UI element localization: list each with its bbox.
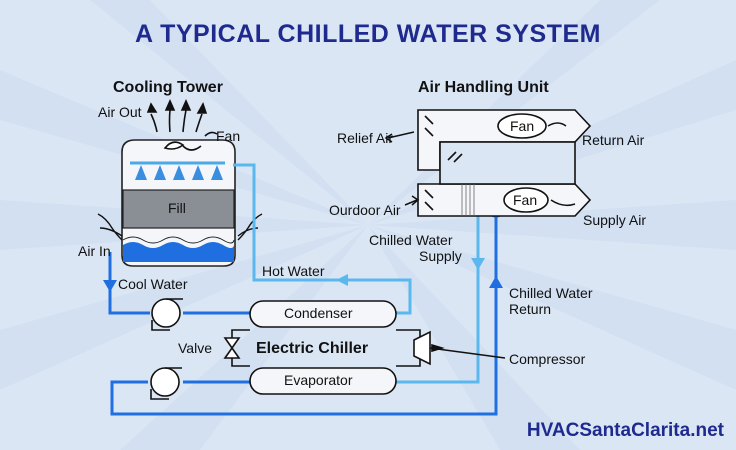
air-in-label: Air In	[78, 243, 111, 259]
compressor-icon	[413, 330, 506, 366]
page-title: A TYPICAL CHILLED WATER SYSTEM	[135, 20, 601, 48]
air-in-arrows-icon	[97, 213, 263, 241]
fill-label: Fill	[168, 200, 186, 216]
ahu-air-arrows	[384, 122, 576, 207]
chilled-water-supply-label-2: Supply	[419, 248, 462, 264]
relief-air-label: Relief Air	[337, 130, 394, 146]
condenser-label: Condenser	[284, 305, 353, 321]
ahu-fan-bottom-label: Fan	[513, 192, 538, 208]
valve-label: Valve	[178, 340, 212, 356]
cool-water-label: Cool Water	[118, 276, 188, 292]
chilled-water-return-label-2: Return	[509, 301, 552, 317]
ahu-coil-icon	[461, 184, 475, 216]
cooling-tower-fan-icon	[163, 131, 218, 151]
air-out-arrows-icon	[146, 99, 208, 133]
air-handling-unit-heading: Air Handling Unit	[418, 79, 549, 96]
expansion-valve-icon	[223, 337, 241, 359]
return-air-label: Return Air	[582, 132, 645, 148]
ahu-fan-top-label: Fan	[510, 118, 535, 134]
condenser-water-pump-icon	[151, 298, 183, 331]
ahu-return-fan-icon	[497, 113, 547, 139]
cooling-tower-heading: Cooling Tower	[113, 79, 223, 96]
pipe-flow-arrows-hot	[336, 258, 485, 286]
ahu-supply-fan-icon	[503, 187, 549, 213]
outdoor-air-label: Ourdoor Air	[329, 202, 401, 218]
condenser-vessel	[249, 300, 397, 328]
evaporator-vessel	[249, 367, 397, 395]
evaporator-label: Evaporator	[284, 372, 353, 388]
brand-watermark: HVACSantaClarita.net	[526, 420, 724, 441]
chilled-water-supply-label-1: Chilled Water	[369, 232, 453, 248]
chilled-water-return-label-1: Chilled Water	[509, 285, 593, 301]
chilled-water-pump-icon	[150, 367, 182, 400]
air-out-label: Air Out	[98, 104, 142, 120]
ahu-damper-icons	[424, 115, 463, 211]
supply-air-label: Supply Air	[583, 212, 647, 228]
electric-chiller-heading: Electric Chiller	[256, 340, 369, 357]
hot-water-label: Hot Water	[262, 263, 325, 279]
air-handling-unit	[417, 109, 592, 217]
fan-label: Fan	[216, 128, 241, 144]
compressor-label: Compressor	[509, 351, 586, 367]
cooling-tower	[121, 139, 236, 267]
